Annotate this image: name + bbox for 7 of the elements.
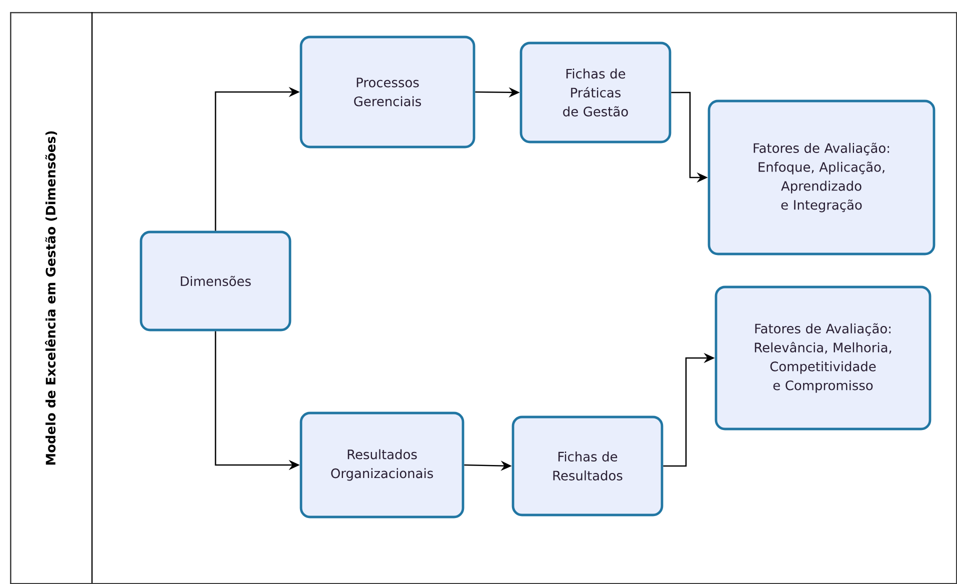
process-box: Processos Gerenciais: [300, 36, 476, 148]
process-box: Resultados Organizacionais: [300, 412, 464, 518]
process-box: Fatores de Avaliação: Relevância, Melhoria, Competitividade e Compromisso: [714, 286, 932, 430]
process-box: Fichas de Práticas de Gestão: [520, 42, 672, 144]
process-box: Fatores de Avaliação: Enfoque, Aplicação, Aprendizado e Integração: [708, 100, 936, 256]
process-box: Fichas de Resultados: [512, 416, 664, 516]
process-box: Dimensões: [140, 230, 292, 332]
